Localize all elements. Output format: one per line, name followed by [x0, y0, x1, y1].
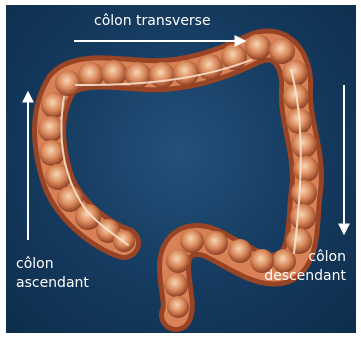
colon-diagram: côlon transverse côlon ascendant côlon d…: [5, 4, 357, 334]
label-descendant-line2: descendant: [264, 267, 346, 286]
label-colon-ascendant: côlon ascendant: [16, 255, 89, 293]
label-colon-descendant: côlon descendant: [264, 248, 346, 286]
label-ascendant-line2: ascendant: [16, 274, 89, 293]
label-ascendant-line1: côlon: [16, 255, 89, 274]
label-descendant-line1: côlon: [264, 248, 346, 267]
label-colon-transverse: côlon transverse: [94, 12, 211, 31]
